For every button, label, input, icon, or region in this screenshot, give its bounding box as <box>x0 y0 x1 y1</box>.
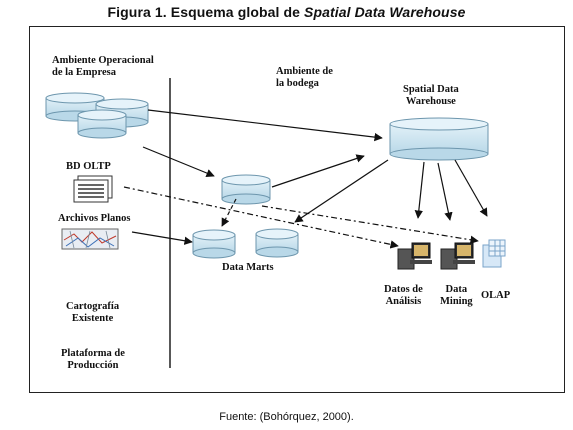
label-cartografia-line2: Existente <box>71 313 114 324</box>
cylinder-op-3 <box>77 109 127 139</box>
label-warehouse-env: Ambiente de la bodega <box>276 66 333 90</box>
arrow-oltp-to-olap <box>261 205 479 244</box>
staging-cylinder <box>221 174 271 205</box>
label-olap: OLAP <box>481 290 511 301</box>
arrow-files-to-datamart <box>131 231 193 245</box>
diagram-frame <box>29 26 565 393</box>
label-sdw-line1: Spatial Data <box>403 84 459 95</box>
label-operational-env: Ambiente Operacional de la Empresa <box>52 55 154 79</box>
label-data-marts: Data Marts <box>222 262 274 273</box>
olap-cube-icon <box>482 239 506 268</box>
figure-caption: Figura 1. Esquema global de Spatial Data… <box>0 4 573 20</box>
arrow-op-to-staging <box>142 146 215 178</box>
oltp-document-icon <box>73 175 113 203</box>
label-warehouse-line1: Ambiente de <box>276 66 333 77</box>
label-cartografia-line1: Cartografía <box>66 301 120 312</box>
caption-prefix: Figura 1. Esquema global de <box>107 4 301 20</box>
label-plataforma: Plataforma de Producción <box>61 348 125 372</box>
label-cartografia: Cartografía Existente <box>66 301 119 325</box>
label-plataforma-line1: Plataforma de <box>61 348 125 359</box>
sdw-cylinder <box>389 117 489 161</box>
figure-source: Fuente: (Bohórquez, 2000). <box>219 411 354 423</box>
label-datos-line2: Análisis <box>385 296 422 307</box>
label-sdw-line2: Warehouse <box>405 96 456 107</box>
flow-arrows <box>123 109 488 249</box>
label-datos-analisis: Datos de Análisis <box>384 284 423 308</box>
operational-db-cylinders <box>45 92 149 139</box>
arrow-sdw-to-analysis <box>414 161 425 219</box>
label-warehouse-line2: la bodega <box>276 78 319 89</box>
label-mining-line1: Data <box>445 284 468 295</box>
label-sdw: Spatial Data Warehouse <box>403 84 459 108</box>
label-operational-line2: de la Empresa <box>52 67 116 78</box>
label-data-mining: Data Mining <box>440 284 473 308</box>
label-datos-line1: Datos de <box>384 284 423 295</box>
label-mining-line2: Mining <box>440 296 473 307</box>
arrow-staging-to-sdw <box>271 154 365 188</box>
label-plataforma-line2: Producción <box>67 360 119 371</box>
map-image-icon <box>61 228 119 250</box>
arrow-sdw-to-olap <box>454 159 488 217</box>
computer-icon-mining <box>440 242 475 270</box>
arrow-op-to-sdw <box>147 109 383 142</box>
label-bd-oltp: BD OLTP <box>66 161 111 172</box>
arrow-staging-to-datamart <box>221 198 237 227</box>
data-mart-cylinder-1 <box>192 229 236 259</box>
computer-icon-analysis <box>397 242 432 270</box>
caption-italic: Spatial Data Warehouse <box>304 4 466 20</box>
label-operational-line1: Ambiente Operacional <box>52 55 154 66</box>
label-archivos-planos: Archivos Planos <box>58 213 131 224</box>
arrow-sdw-to-datamart <box>294 159 389 223</box>
arrow-oltp-to-analysis <box>123 186 399 249</box>
arrow-sdw-to-mining <box>437 162 453 221</box>
data-mart-cylinder-2 <box>255 228 299 258</box>
